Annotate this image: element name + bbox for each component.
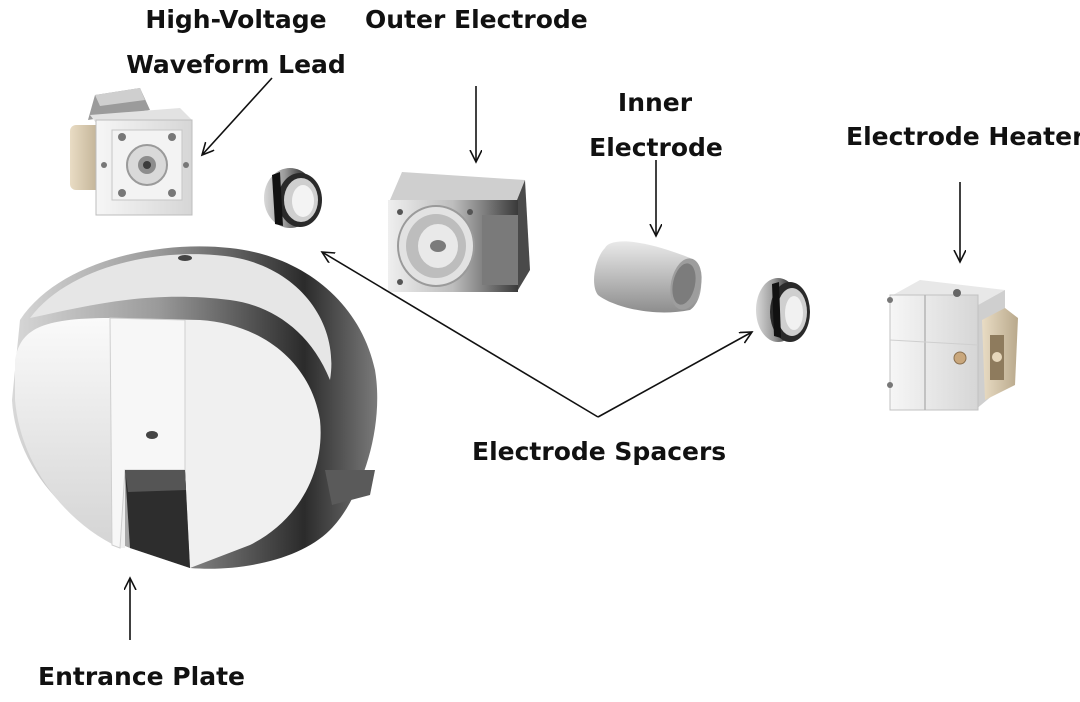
label-outer-electrode: Outer Electrode [365, 5, 588, 34]
label-inner-electrode-line1: Inner [617, 88, 693, 117]
spacer-ring-right [756, 278, 810, 342]
spacer-ring-left [264, 168, 322, 228]
label-hv-lead-line2: Waveform Lead [126, 50, 346, 79]
label-entrance-plate: Entrance Plate [38, 662, 245, 691]
outer-electrode-part [388, 172, 530, 292]
arrow-spacer-right [597, 332, 752, 418]
entrance-plate-part [12, 246, 378, 569]
arrow-spacer-left [322, 252, 599, 418]
arrow-hv-lead [202, 77, 273, 155]
label-electrode-spacers: Electrode Spacers [472, 437, 727, 466]
leader-arrows [130, 77, 960, 640]
inner-electrode-part [594, 241, 702, 313]
label-inner-electrode-line2: Electrode [589, 133, 723, 162]
label-electrode-heater: Electrode Heater [846, 122, 1080, 151]
label-hv-lead-line1: High-Voltage [145, 5, 327, 34]
high-voltage-lead-part [70, 88, 193, 216]
electrode-heater-part [887, 280, 1018, 411]
